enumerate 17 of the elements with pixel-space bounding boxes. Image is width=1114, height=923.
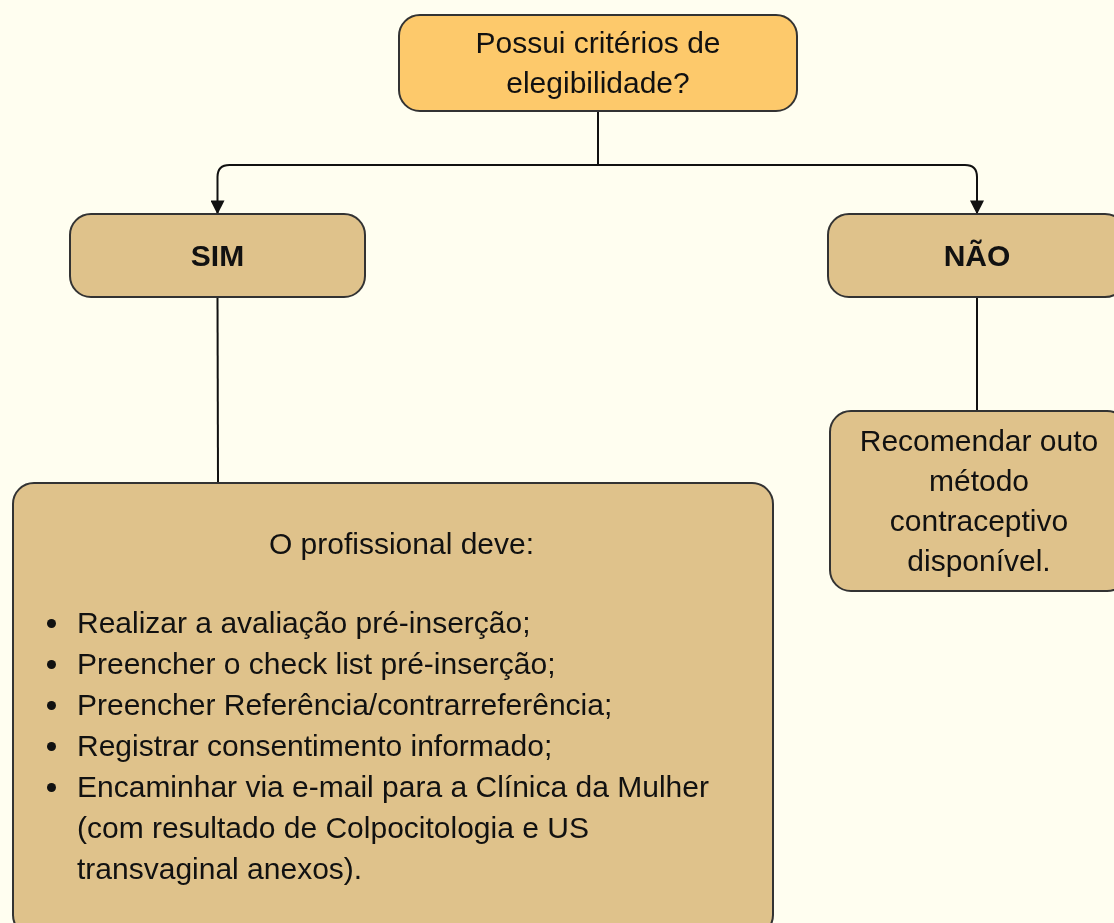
decision-box [398, 14, 798, 112]
list-item: Registrar consentimento informado; [77, 728, 553, 764]
list-item: Preencher Referência/contrarreferência; [77, 687, 613, 723]
list-item: Realizar a avaliação pré-inserção; [77, 605, 531, 641]
node-label: NÃO [943, 237, 1011, 274]
node-label: SIM [190, 237, 245, 274]
list-item: Encaminhar via e-mail para a Clínica da Mulher (com resultado de Colpocitologia e US transvaginal anexos). [77, 769, 710, 887]
process-box [12, 482, 774, 923]
process-box [69, 213, 366, 298]
process-box [827, 213, 1114, 298]
connector-line [216, 297, 219, 483]
connector-line [976, 297, 978, 411]
process-box [829, 410, 1114, 592]
node-label: Possui critérios de elegibilidade? [474, 25, 722, 101]
node-label: Recomendar outo método contraceptivo disponível. [858, 423, 1100, 579]
box-heading: O profissional deve: [267, 526, 536, 562]
list-item: Preencher o check list pré-inserção; [77, 646, 556, 682]
